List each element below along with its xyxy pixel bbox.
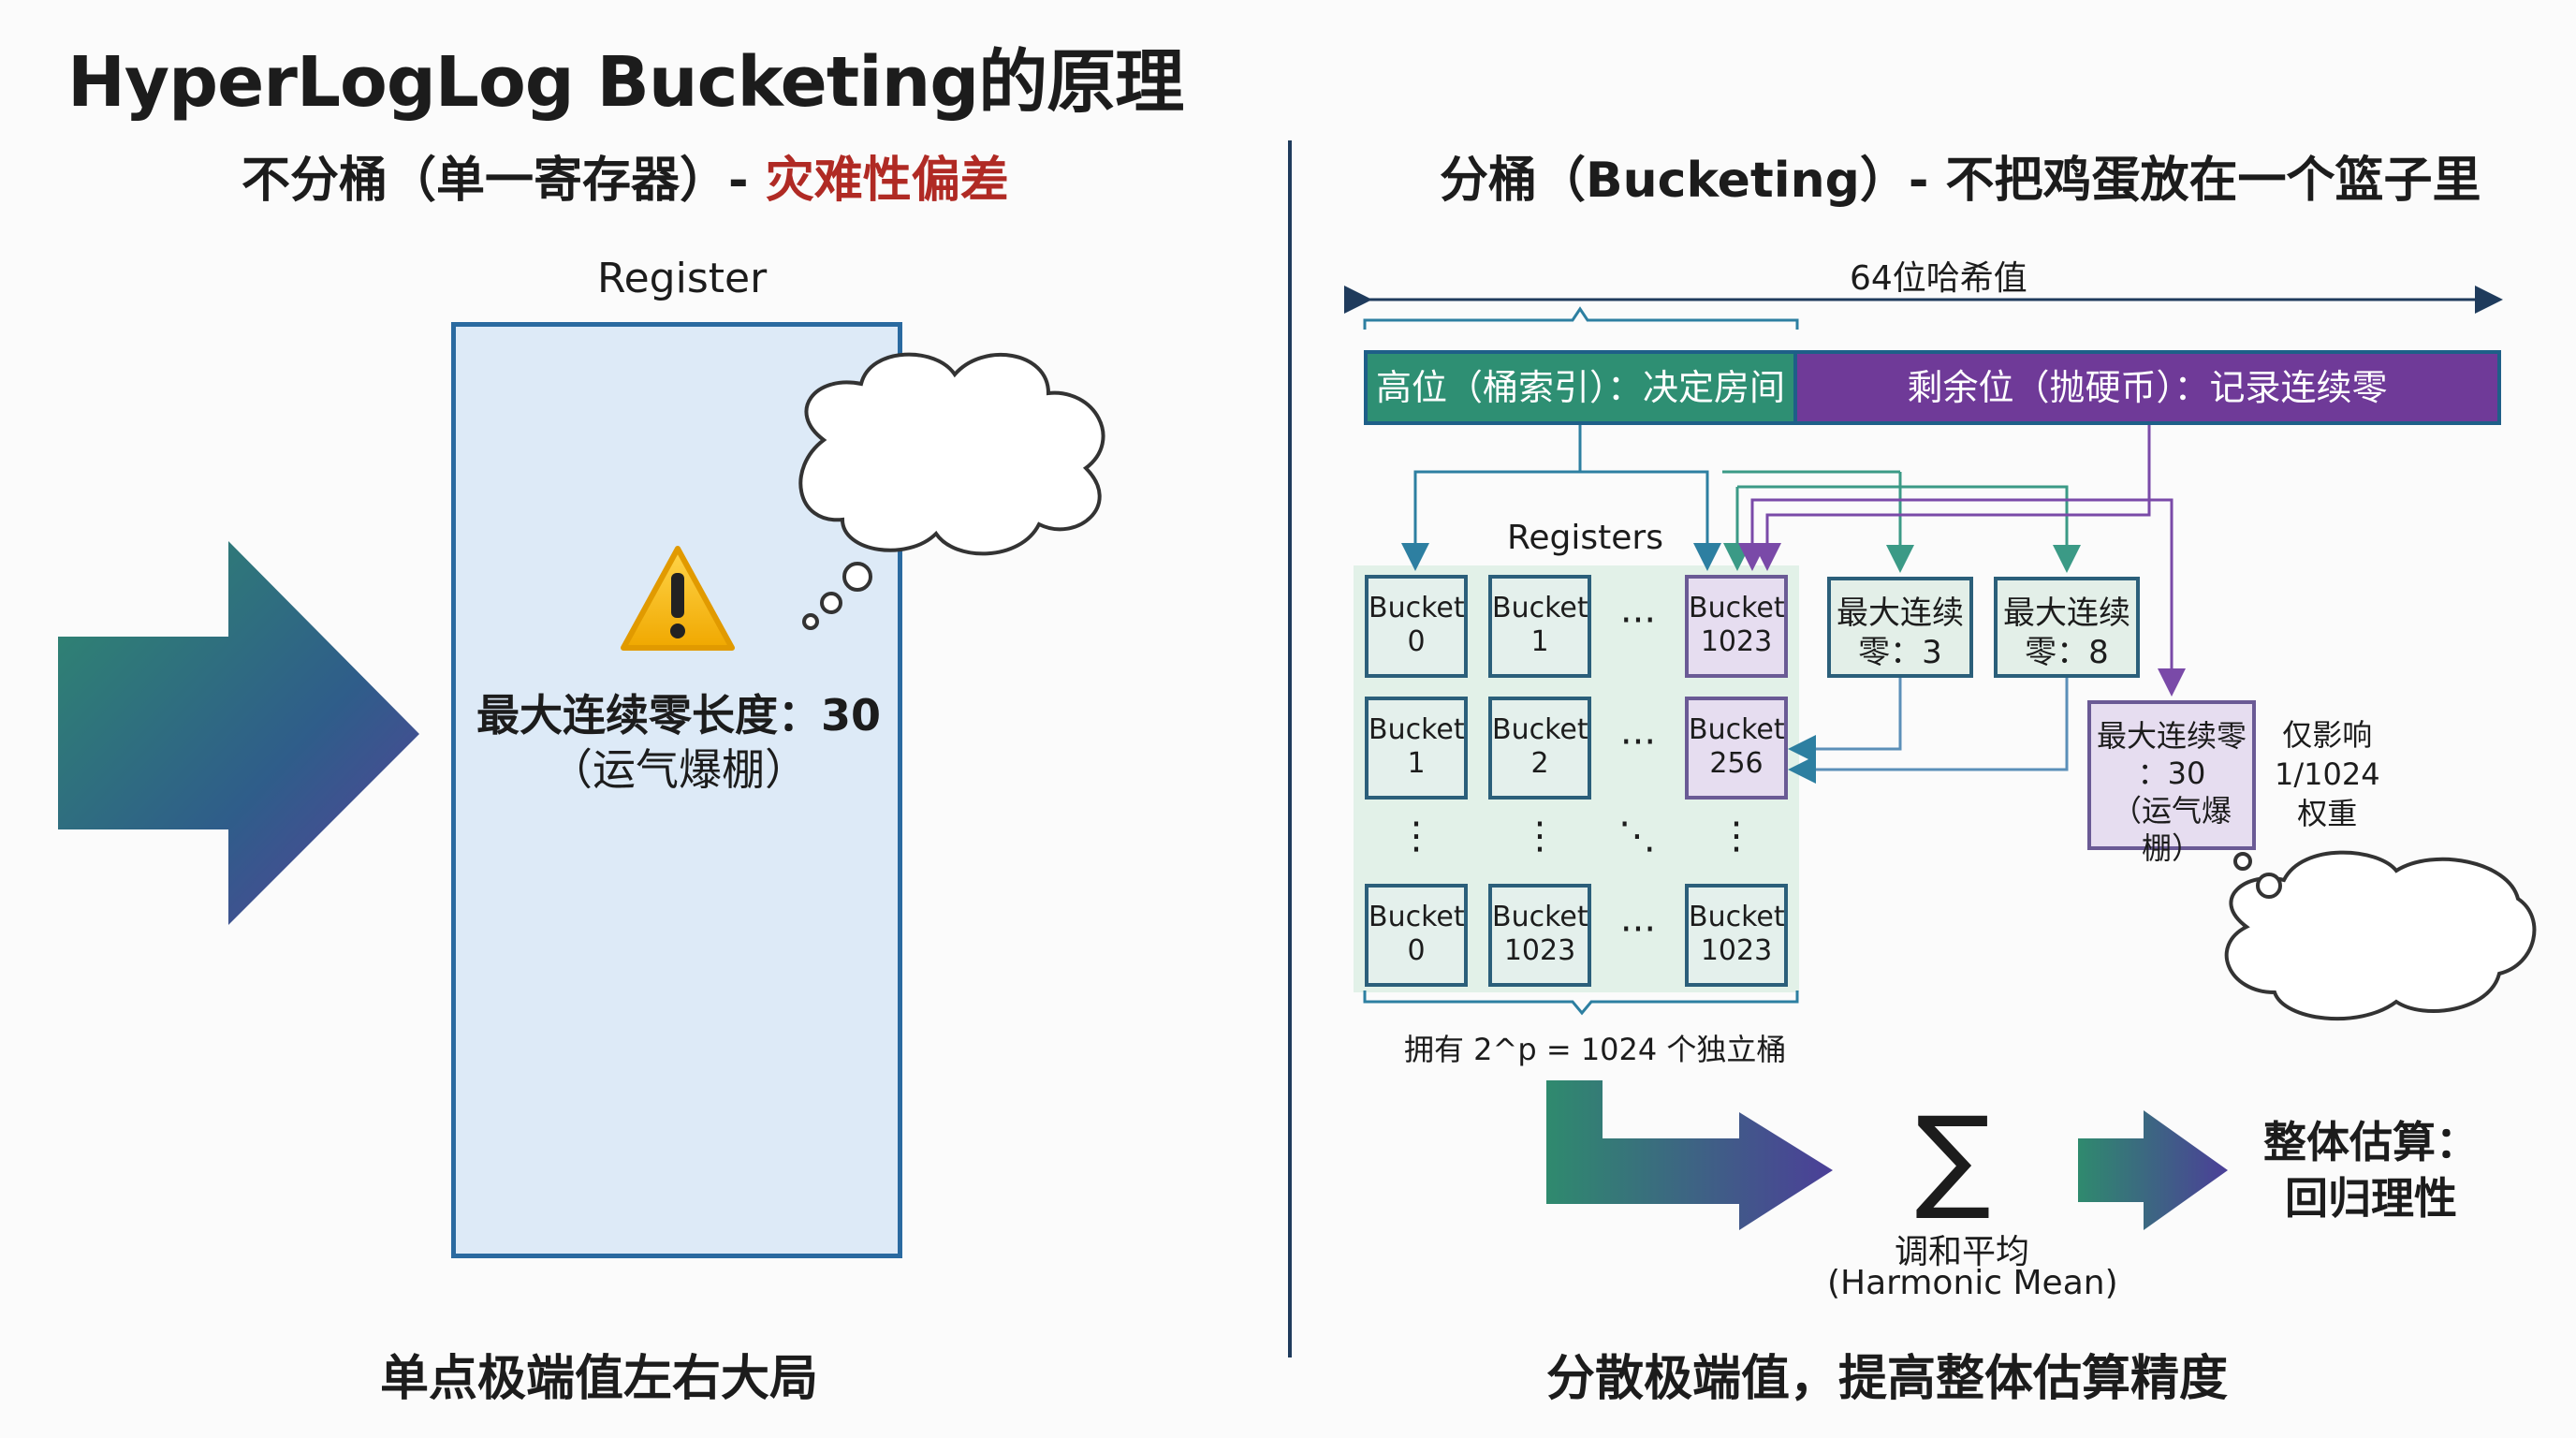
left-heading-warning: 灾难性偏差 (765, 153, 1009, 209)
ellipsis-horizontal: ··· (1619, 721, 1657, 764)
low-bits-bar: 剩余位（抛硬币）：记录连续零 (1797, 350, 2501, 425)
harmonic-en: (Harmonic Mean) (1827, 1264, 2118, 1302)
center-divider (1288, 140, 1292, 1357)
left-caption: 单点极端值左右大局 (380, 1351, 819, 1407)
left-heading-main: 不分桶（单一寄存器）- (242, 153, 766, 209)
bucket-count: 拥有 2^p = 1024 个独立桶 (1404, 1032, 1787, 1067)
harmonic-cn: 调和平均 (1895, 1233, 2030, 1271)
aggregate-arrow (1546, 1080, 1833, 1230)
ellipsis-vertical: ⋮ (1398, 814, 1435, 858)
ellipsis-vertical: ⋮ (1521, 814, 1559, 858)
max-zero-line1: 最大连续零长度：30 (476, 690, 881, 741)
max-zero-box-30: 最大连续零：30（运气爆棚） (2087, 700, 2256, 866)
hash-label: 64位哈希值 (1850, 259, 2027, 298)
right-heading: 分桶（Bucketing）- 不把鸡蛋放在一个篮子里 (1440, 153, 2481, 209)
thought-note: （偏差严重！） (848, 486, 1085, 524)
high-bits-brace (1363, 306, 1799, 330)
ellipsis-vertical: ⋮ (1718, 814, 1755, 858)
high-bits-bar: 高位（桶索引）：决定房间 (1364, 350, 1797, 425)
ellipsis-diagonal: ⋱ (1618, 814, 1656, 858)
bucket-count-brace (1363, 990, 1799, 1016)
data-stream-label: 数据流 (103, 712, 260, 773)
ellipsis-horizontal: ··· (1619, 908, 1657, 951)
sigma-icon: ∑ (1915, 1093, 1991, 1224)
right-caption: 分散极端值，提高整体估算精度 (1546, 1351, 2229, 1407)
max-zero-box-3: 最大连续零：3 (1827, 577, 1973, 678)
cloud-note: 局部异常，无法左右大局 (2265, 905, 2468, 989)
max-zero-line2: （运气爆棚） (549, 744, 808, 795)
result-arrow (2078, 1110, 2228, 1230)
max-zero-text: 最大连续零长度：30 （运气爆棚） (468, 688, 889, 797)
left-heading: 不分桶（单一寄存器）- 灾难性偏差 (242, 140, 1009, 211)
page-title: HyperLogLog Bucketing的原理 (67, 42, 1184, 123)
overall-result: 整体估算：回归理性 (2263, 1117, 2479, 1224)
max-zero-box-8: 最大连续零：8 (1994, 577, 2140, 678)
register-label: Register (597, 255, 768, 302)
ellipsis-horizontal: ··· (1619, 599, 1657, 642)
registers-label: Registers (1507, 519, 1663, 557)
